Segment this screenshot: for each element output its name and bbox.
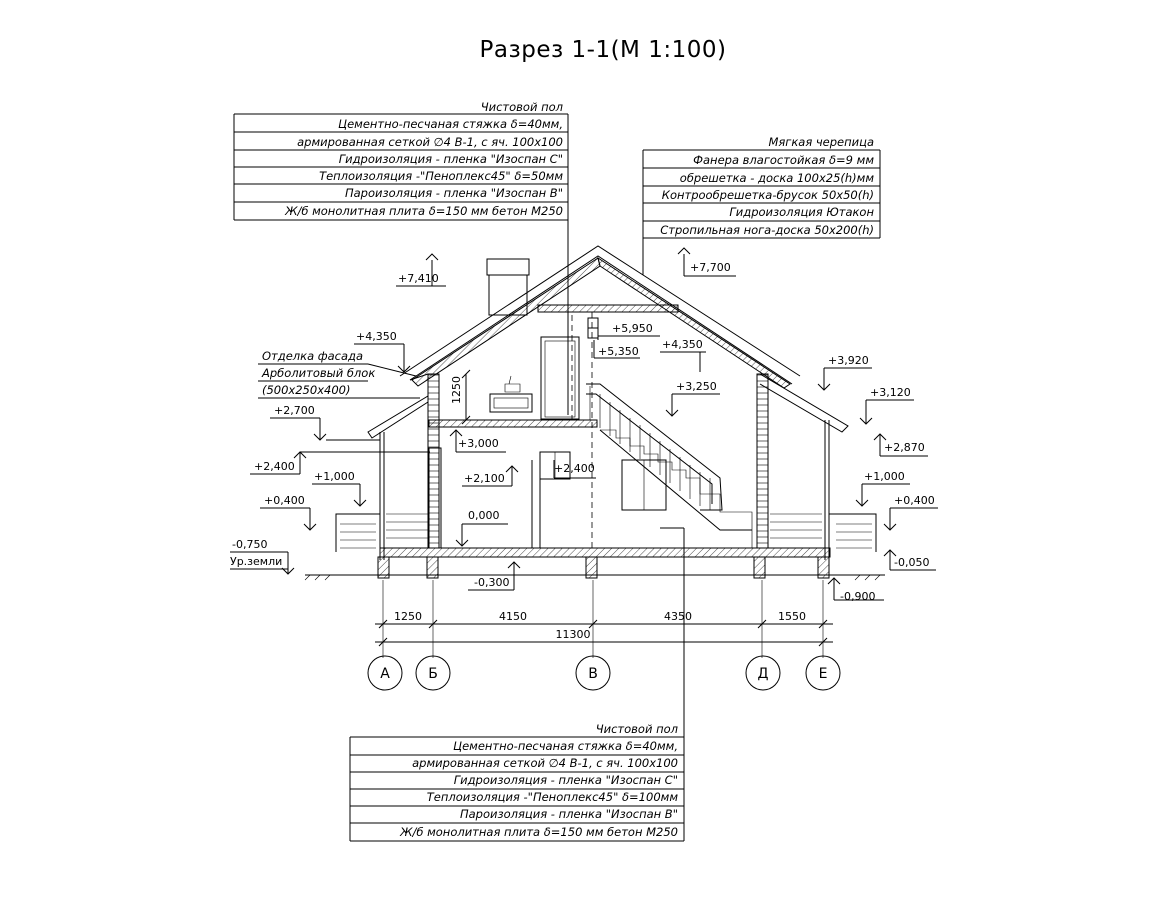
layer-heading: Мягкая черепица (768, 135, 874, 149)
layer-row: Пароизоляция - пленка "Изоспан В" (460, 807, 678, 821)
ground-level-label: Ур.земли (230, 555, 282, 568)
level-mark: +0,400 (264, 494, 305, 507)
facade-finish-label: Отделка фасада (262, 349, 363, 363)
level-mark: +2,400 (554, 462, 595, 475)
layer-row: Стропильная нога-доска 50х200(h) (660, 223, 874, 237)
axis-bubbles: А Б В Д Е (367, 655, 841, 691)
layer-row: Теплоизоляция -"Пеноплекс45" δ=100мм (427, 790, 679, 804)
foundation (426, 556, 439, 579)
axis-label: Е (819, 666, 828, 682)
chimney-cap (486, 258, 530, 276)
span-dimension: 1250 (394, 610, 422, 623)
layer-row: Цементно-песчаная стяжка δ=40мм, (338, 117, 563, 131)
bottom-floor-layer-table: Чистовой пол Цементно-песчаная стяжка δ=… (349, 527, 685, 842)
right-steps (829, 513, 877, 552)
layer-row: Контрообрешетка-брусок 50х50(h) (662, 188, 874, 202)
block-size-label: (500х250х400) (262, 383, 350, 397)
drawing-title: Разрез 1-1(М 1:100) (480, 37, 727, 63)
attic-bathtub (489, 393, 533, 413)
level-mark: +4,350 (662, 338, 703, 351)
axis-label: Д (758, 666, 769, 682)
level-mark: +2,100 (464, 472, 505, 485)
foundation (753, 556, 766, 579)
level-mark: 0,000 (468, 509, 500, 522)
wall-layer-callout: Отделка фасада Арболитовый блок (500х250… (258, 349, 420, 399)
layer-row: Фанера влагостойкая δ=9 мм (693, 153, 874, 167)
height-dimension: 1250 (450, 376, 463, 404)
level-mark: -0,900 (840, 590, 875, 603)
level-mark: +3,120 (870, 386, 911, 399)
block-label: Арболитовый блок (261, 366, 375, 380)
foundation (817, 556, 830, 579)
ground-floor-slab (379, 547, 831, 558)
layer-row: армированная сеткой ∅4 В-1, с яч. 100х10… (412, 756, 678, 770)
total-dimension: 11300 (556, 628, 591, 641)
layer-row: Теплоизоляция -"Пеноплекс45" δ=50мм (319, 169, 563, 183)
level-mark: -0,300 (474, 576, 509, 589)
level-mark: +5,350 (598, 345, 639, 358)
level-mark: +0,400 (894, 494, 935, 507)
wall-b (427, 373, 440, 549)
first-floor-slab (428, 419, 598, 428)
level-mark: +2,700 (274, 404, 315, 417)
building-section (304, 245, 885, 581)
axis-label: В (588, 666, 598, 682)
left-porch-roof (367, 395, 429, 439)
attic-door (540, 336, 580, 420)
span-dimension: 1550 (778, 610, 806, 623)
level-mark: +1,000 (314, 470, 355, 483)
layer-row: Цементно-песчаная стяжка δ=40мм, (453, 739, 678, 753)
level-marks: +7,410 +7,700 +5,950 +5,350 +4,350 +4,35… (230, 247, 938, 603)
layer-row: Гидроизоляция - пленка "Изоспан С" (454, 773, 678, 787)
level-mark: +2,400 (254, 460, 295, 473)
level-mark: +7,410 (398, 272, 439, 285)
roof-layer-table: Мягкая черепица Фанера влагостойкая δ=9 … (642, 135, 881, 275)
level-mark: +1,000 (864, 470, 905, 483)
axis-bubble (805, 655, 841, 691)
axis-bubble (575, 655, 611, 691)
layer-heading: Чистовой пол (481, 100, 564, 114)
level-mark: +3,000 (458, 437, 499, 450)
attic-ceiling (537, 304, 679, 313)
level-mark: -0,750 (232, 538, 267, 551)
left-steps (335, 513, 380, 552)
layer-row: Ж/б монолитная плита δ=150 мм бетон М250 (284, 204, 563, 218)
foundation (585, 556, 598, 579)
foundation (377, 556, 390, 579)
layer-row: армированная сеткой ∅4 В-1, с яч. 100х10… (297, 135, 563, 149)
axis-label: Б (428, 666, 438, 682)
level-mark: +3,920 (828, 354, 869, 367)
top-floor-layer-table: Чистовой пол Цементно-песчаная стяжка δ=… (233, 100, 569, 415)
level-mark: +2,870 (884, 441, 925, 454)
layer-row: Гидроизоляция Ютакон (729, 205, 874, 219)
level-mark: +4,350 (356, 330, 397, 343)
span-dimension: 4150 (499, 610, 527, 623)
layer-row: Гидроизоляция - пленка "Изоспан С" (339, 152, 563, 166)
layer-row: Пароизоляция - пленка "Изоспан В" (345, 186, 563, 200)
axis-label: А (380, 666, 390, 682)
level-mark: -0,050 (894, 556, 929, 569)
staircase (586, 383, 723, 511)
layer-row: Ж/б монолитная плита δ=150 мм бетон М250 (399, 825, 678, 839)
level-mark: +7,700 (690, 261, 731, 274)
span-dimension: 4350 (664, 610, 692, 623)
wall-d (756, 373, 769, 549)
layer-heading: Чистовой пол (596, 722, 679, 736)
axis-bubble (415, 655, 451, 691)
dimension-lines: 1250 4150 4350 1550 11300 (375, 580, 833, 658)
level-mark: +3,250 (676, 380, 717, 393)
level-mark: +5,950 (612, 322, 653, 335)
roof-outline (399, 245, 801, 377)
layer-row: обрешетка - доска 100х25(h)мм (680, 171, 875, 185)
axis-bubble (367, 655, 403, 691)
axis-bubble (745, 655, 781, 691)
